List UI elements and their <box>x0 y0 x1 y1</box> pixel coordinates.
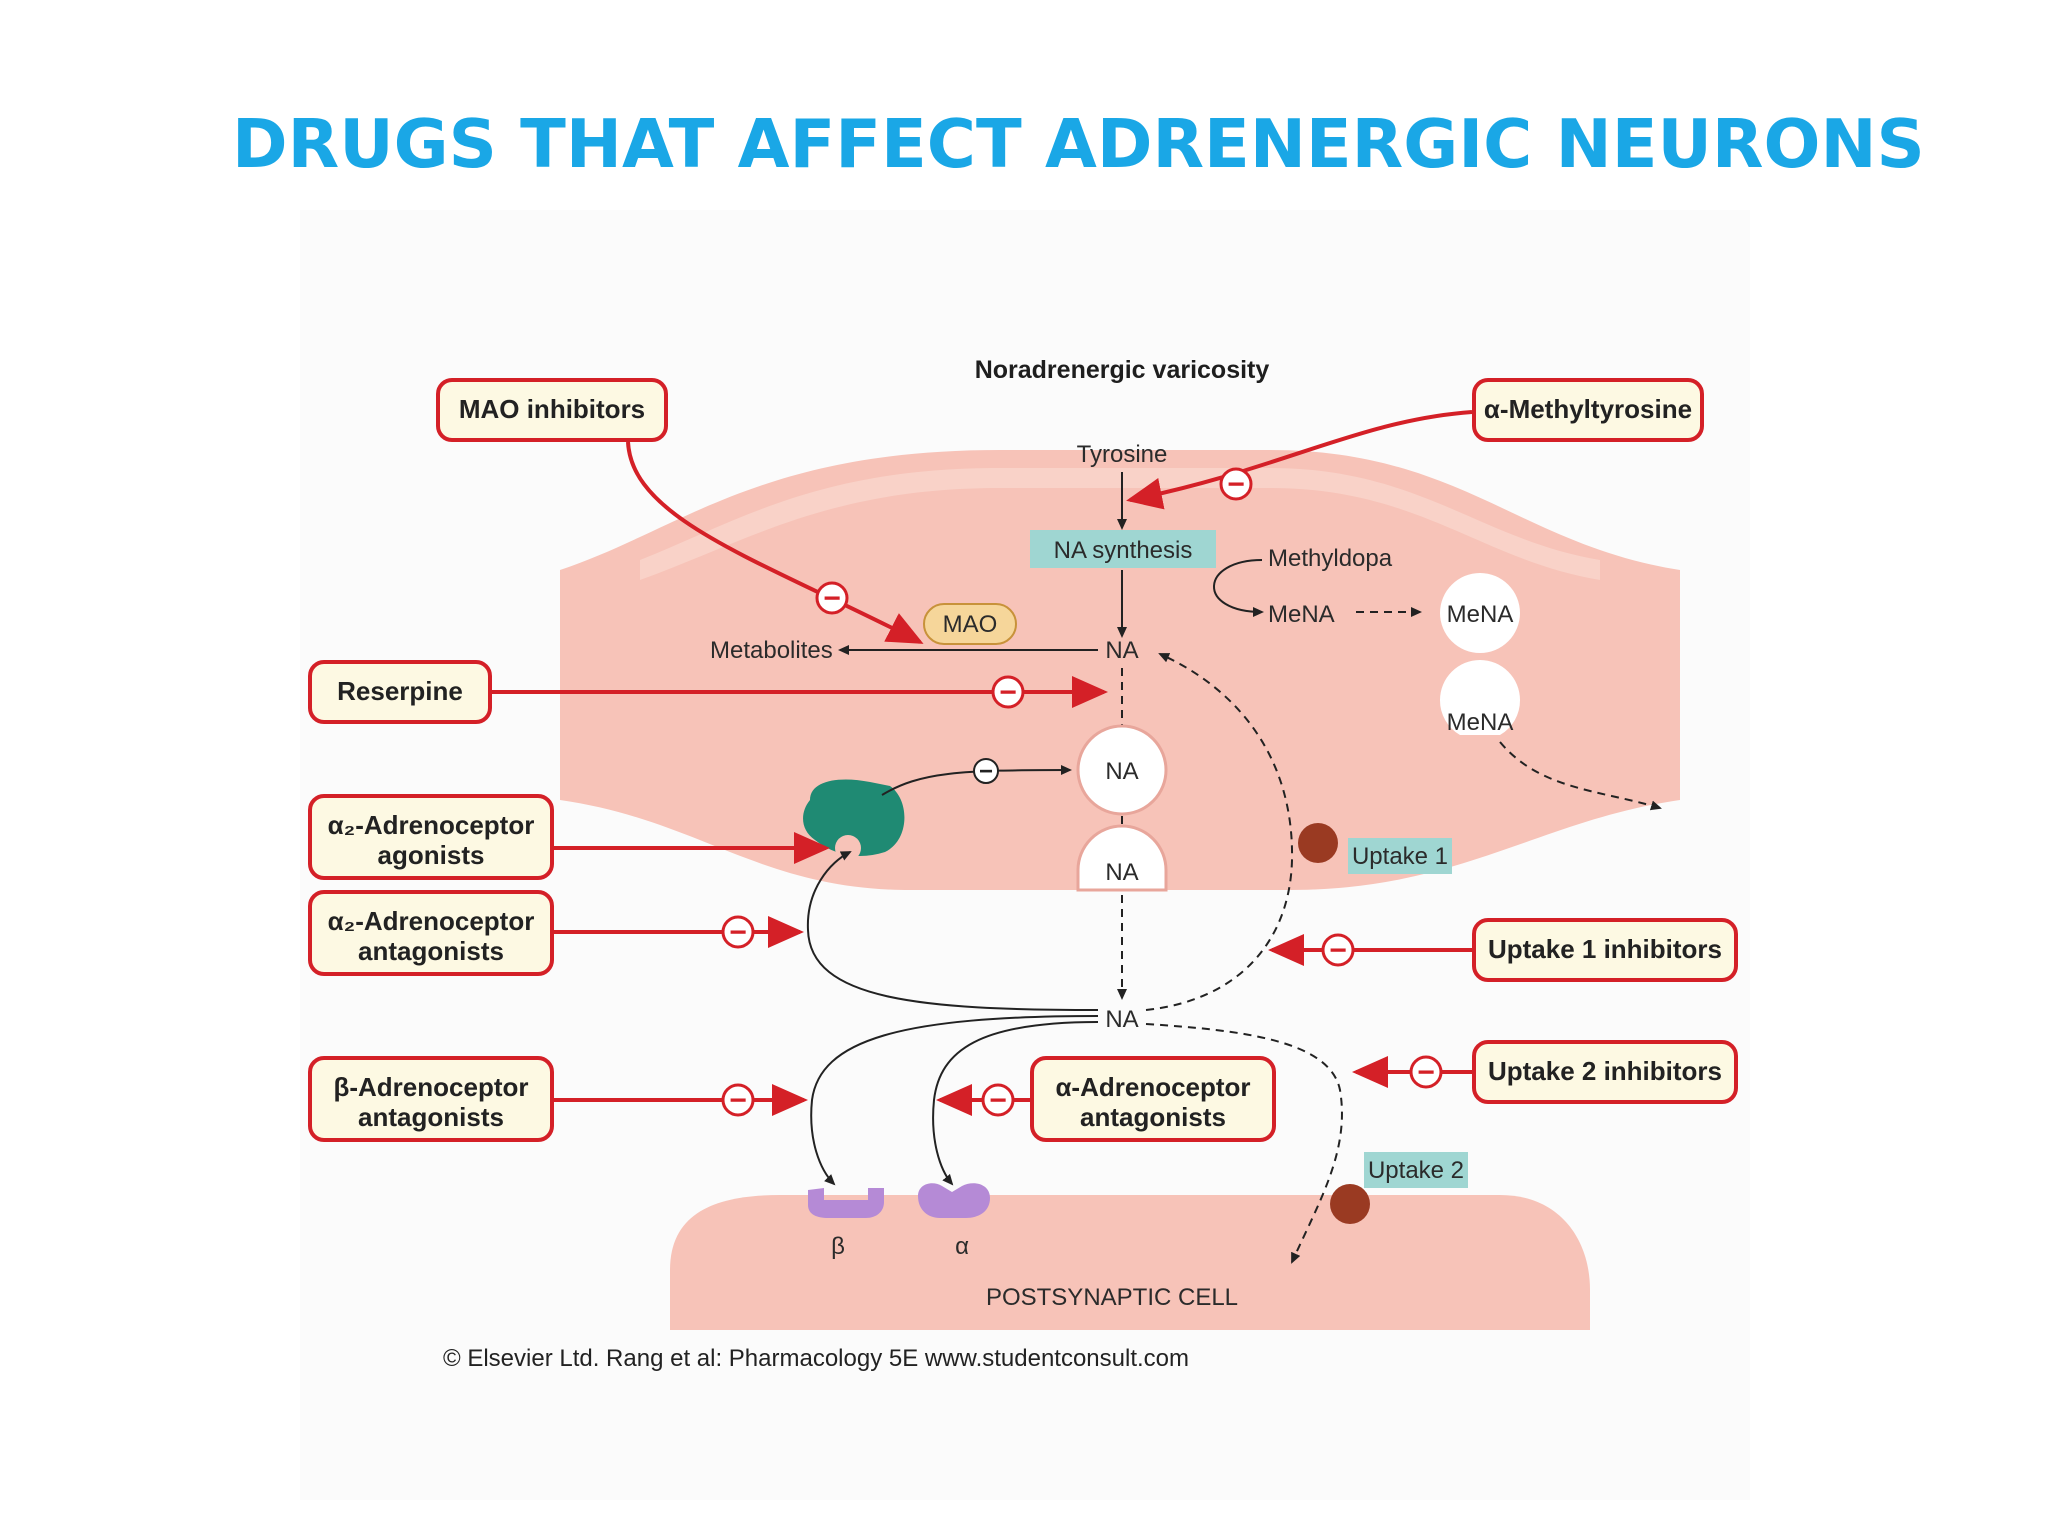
alpha-antagonists-label-2: antagonists <box>1080 1102 1226 1132</box>
methyltyrosine-minus-circle <box>1219 467 1253 501</box>
uptake2-inhibitors-label: Uptake 2 inhibitors <box>1488 1056 1722 1086</box>
na-synaptic-label: NA <box>1105 1006 1138 1033</box>
na-vesicle-1 <box>1076 724 1168 816</box>
na-synthesis-label: NA synthesis <box>1054 537 1193 564</box>
mao-inhibitors-box <box>436 378 668 442</box>
uptake1-label: Uptake 1 <box>1352 843 1448 870</box>
mao-label: MAO <box>943 611 998 638</box>
mena-release-arrow <box>1499 741 1662 811</box>
uptake2-minus-circle <box>1409 1055 1443 1089</box>
alpha2-antagonists-box <box>308 890 554 976</box>
postsynaptic-cell <box>670 1195 1590 1330</box>
mena-vesicle-1 <box>1440 573 1520 653</box>
na-vesicle-2 <box>1076 824 1168 892</box>
uptake1-minus: − <box>1329 934 1347 967</box>
uptake1-minus-circle <box>1321 933 1355 967</box>
varicosity-highlight <box>640 468 1600 580</box>
mena-label-1: MeNA <box>1268 601 1335 628</box>
uptake1-box <box>1348 838 1452 874</box>
uptake2-box <box>1364 1152 1468 1188</box>
alpha-antagonist-minus: − <box>989 1084 1007 1117</box>
autoreceptor-feedback-arrow <box>881 765 1072 796</box>
mao-inhibitors-label: MAO inhibitors <box>459 394 645 424</box>
uptake2-minus: − <box>1417 1056 1435 1089</box>
alpha-receptor <box>918 1183 990 1218</box>
mena-vesicle-2 <box>1439 660 1521 735</box>
metabolites-label: Metabolites <box>710 637 833 664</box>
beta-antagonists-label-1: β-Adrenoceptor <box>334 1072 529 1102</box>
alpha-antagonists-label-1: α-Adrenoceptor <box>1055 1072 1250 1102</box>
alpha2-agonists-label-2: agonists <box>378 840 485 870</box>
alpha-antagonist-minus-circle <box>981 1083 1015 1117</box>
alpha2-antagonist-minus-circle <box>721 915 755 949</box>
reserpine-label: Reserpine <box>337 676 463 706</box>
beta-antagonist-minus-circle <box>721 1083 755 1117</box>
alpha2-agonists-label-1: α₂-Adrenoceptor <box>328 810 535 840</box>
alpha-antagonists-box <box>1030 1056 1276 1142</box>
na-vesicle-label-1: NA <box>1105 758 1138 785</box>
mao-enzyme <box>923 603 1017 645</box>
alpha2-antagonist-minus: − <box>729 916 747 949</box>
autoreceptor-minus-circle <box>973 758 999 784</box>
uptake1-inhibitors-label: Uptake 1 inhibitors <box>1488 934 1722 964</box>
na-vesicle-label-2: NA <box>1105 859 1138 886</box>
alpha-label: α <box>955 1233 969 1260</box>
uptake2-inhibitors-box <box>1472 1040 1738 1104</box>
alpha-methyltyrosine-label: α-Methyltyrosine <box>1484 394 1692 424</box>
uptake1-reuptake-path <box>1145 653 1294 1011</box>
varicosity-header: Noradrenergic varicosity <box>975 356 1270 384</box>
autoreceptor-minus: − <box>979 758 993 785</box>
methyldopa-arrow <box>1213 559 1264 617</box>
na-to-beta-arrow <box>810 1015 1099 1186</box>
varicosity-body <box>560 450 1680 890</box>
reserpine-minus-circle <box>991 675 1025 709</box>
methyltyrosine-minus: − <box>1227 468 1245 501</box>
beta-antagonists-label-2: antagonists <box>358 1102 504 1132</box>
beta-antagonists-box <box>308 1056 554 1142</box>
slide-title: DRUGS THAT AFFECT ADRENERGIC NEURONS <box>232 105 1925 183</box>
mena-label-3: MeNA <box>1447 709 1514 736</box>
uptake2-transporter <box>1330 1184 1370 1224</box>
uptake1-transporter <box>1298 823 1338 863</box>
autoreceptor-binding-site <box>835 835 861 861</box>
reserpine-minus: − <box>999 676 1017 709</box>
na-synthesis-box <box>1030 530 1216 568</box>
na-cytoplasm-label: NA <box>1105 637 1138 664</box>
na-to-autoreceptor-arrow <box>806 851 1099 1011</box>
uptake2-label: Uptake 2 <box>1368 1157 1464 1184</box>
credit-line: © Elsevier Ltd. Rang et al: Pharmacology… <box>443 1345 1189 1372</box>
mao-inhibition-arrow <box>626 441 924 644</box>
uptake1-inhibitors-box <box>1472 918 1738 982</box>
postsynaptic-label: POSTSYNAPTIC CELL <box>986 1284 1238 1311</box>
alpha2-antagonists-label-2: antagonists <box>358 936 504 966</box>
methyltyrosine-inhibition-arrow <box>1126 410 1473 510</box>
alpha-methyltyrosine-box <box>1472 378 1704 442</box>
alpha2-antagonists-label-1: α₂-Adrenoceptor <box>328 906 535 936</box>
tyrosine-label: Tyrosine <box>1077 441 1168 468</box>
mao-minus-circle <box>815 581 849 615</box>
alpha2-agonists-box <box>308 794 554 880</box>
mena-label-2: MeNA <box>1447 601 1514 628</box>
methyldopa-label: Methyldopa <box>1268 545 1393 572</box>
reserpine-box <box>308 660 492 724</box>
beta-receptor <box>808 1188 884 1218</box>
beta-antagonist-minus: − <box>729 1084 747 1117</box>
uptake2-path <box>1145 1023 1343 1264</box>
beta-label: β <box>831 1233 845 1260</box>
mao-minus: − <box>823 582 841 615</box>
